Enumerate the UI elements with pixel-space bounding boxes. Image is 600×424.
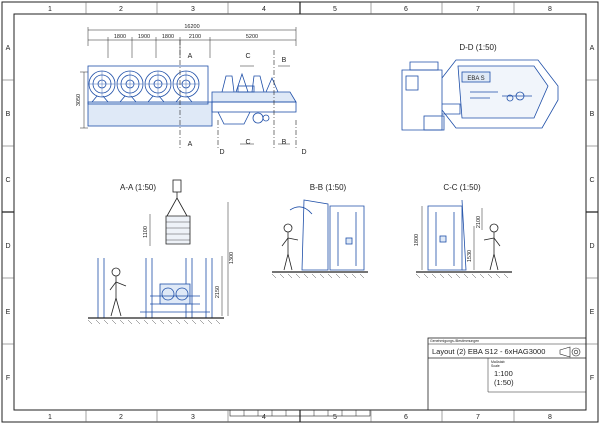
row-label: B xyxy=(6,111,11,118)
view-title-bb: B-B (1:50) xyxy=(310,183,347,192)
col-label: 7 xyxy=(476,414,480,421)
row-label: F xyxy=(590,375,594,382)
dimension-label: 2100 xyxy=(189,34,201,40)
col-label: 2 xyxy=(119,414,123,421)
title-block: Genehmigungs-/Bestimmungen Layout (2) EB… xyxy=(427,337,587,411)
dimension-label: 1800 xyxy=(114,34,126,40)
operator-figure xyxy=(483,223,501,271)
col-label: 5 xyxy=(333,6,337,13)
dimension-label: 5200 xyxy=(246,34,258,40)
col-label: 1 xyxy=(48,6,52,13)
scale-label: Maßstab xyxy=(491,360,505,364)
row-label: E xyxy=(590,309,595,316)
row-label: A xyxy=(590,45,595,52)
operator-figure xyxy=(109,267,127,317)
section-marker-a: A xyxy=(188,141,193,148)
col-label: 4 xyxy=(262,414,266,421)
section-marker-c: C xyxy=(245,139,250,146)
height-dimension: 3050 xyxy=(76,94,82,106)
drawing-title: Layout (2) EBA S12 - 6xHAG3000 xyxy=(432,347,545,356)
view-title-aa: A-A (1:50) xyxy=(120,183,156,192)
section-marker-c: C xyxy=(245,53,250,60)
scale-sublabel: Scale xyxy=(491,364,500,368)
section-marker-a: A xyxy=(188,53,193,60)
scale-main: 1:100 xyxy=(494,369,513,378)
operator-figure xyxy=(281,223,299,271)
plan-view: 16200 1800 1900 1800 2100 5200 3050 xyxy=(76,24,307,156)
dimension-label: 1100 xyxy=(143,226,149,238)
row-label: F xyxy=(6,375,10,382)
col-label: 8 xyxy=(548,6,552,13)
row-label: C xyxy=(589,177,594,184)
row-label: E xyxy=(6,309,11,316)
section-marker-d: D xyxy=(301,149,306,156)
dimension-label: 1800 xyxy=(162,34,174,40)
frame-labels: 1 2 3 4 5 6 7 8 1 2 3 4 5 6 7 8 A B C D … xyxy=(5,6,594,421)
dimension-label: 1900 xyxy=(138,34,150,40)
dimension-label: 2150 xyxy=(215,286,221,298)
col-label: 3 xyxy=(191,6,195,13)
section-marker-b: B xyxy=(282,139,287,146)
col-label: 7 xyxy=(476,6,480,13)
section-marker-d: D xyxy=(219,149,224,156)
col-label: 3 xyxy=(191,414,195,421)
coil-reels xyxy=(88,70,200,103)
view-bb: B-B (1:50) xyxy=(271,183,368,279)
dimension-label: 2100 xyxy=(476,216,482,228)
col-label: 2 xyxy=(119,6,123,13)
dimension-label: 1800 xyxy=(414,234,420,246)
dimension-label: 1300 xyxy=(229,252,235,264)
view-title-cc: C-C (1:50) xyxy=(443,183,481,192)
machine-brand-text: EBA S xyxy=(467,76,484,82)
overall-dimension: 16200 xyxy=(184,24,199,30)
view-dd: D-D (1:50) EBA S xyxy=(401,43,559,131)
col-label: 6 xyxy=(404,414,408,421)
row-label: D xyxy=(5,243,10,250)
col-label: 8 xyxy=(548,414,552,421)
view-title-dd: D-D (1:50) xyxy=(459,43,497,52)
dimension-label: 1530 xyxy=(467,250,473,262)
col-label: 1 xyxy=(48,414,52,421)
title-block-small-label: Genehmigungs-/Bestimmungen xyxy=(430,339,479,343)
col-label: 5 xyxy=(333,414,337,421)
section-marker-b: B xyxy=(282,57,287,64)
row-label: B xyxy=(590,111,595,118)
col-label: 6 xyxy=(404,6,408,13)
view-aa: A-A (1:50) 1100 1300 2150 xyxy=(87,179,235,325)
view-cc: C-C (1:50) 2100 1800 1530 xyxy=(414,183,512,279)
projection-symbol xyxy=(559,346,581,358)
col-label: 4 xyxy=(262,6,266,13)
row-label: C xyxy=(5,177,10,184)
scale-detail: (1:50) xyxy=(494,378,514,387)
row-label: D xyxy=(589,243,594,250)
row-label: A xyxy=(6,45,11,52)
